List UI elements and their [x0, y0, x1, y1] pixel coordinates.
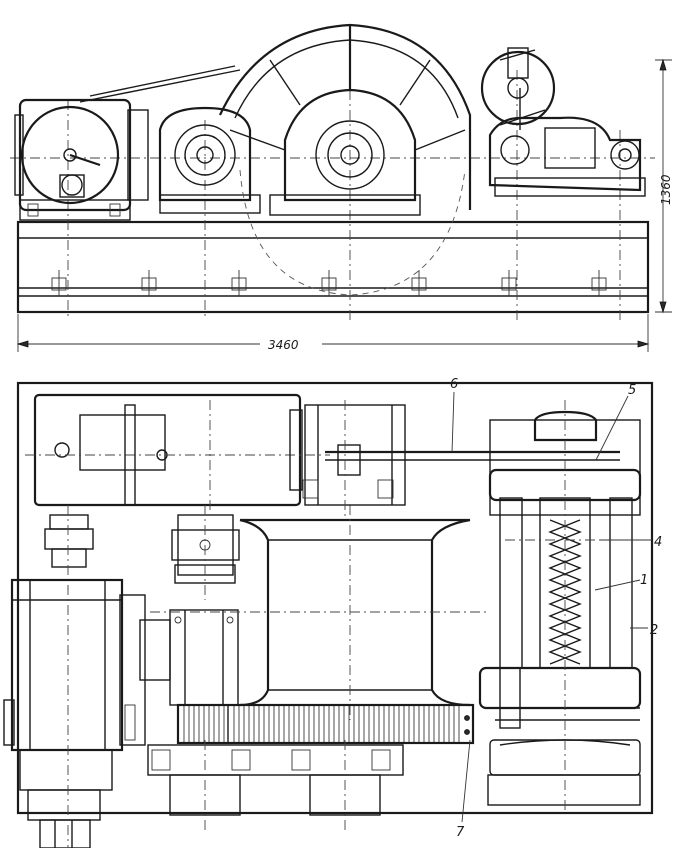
plan-bearing-column — [139, 609, 239, 706]
plan-bottom-bearings — [147, 740, 404, 830]
plan-view: 6 5 4 1 2 7 — [3, 377, 662, 848]
elevation-view: 1360 3460 — [10, 23, 673, 352]
callout-2: 2 — [650, 623, 658, 638]
plan-brake-assembly — [478, 400, 642, 810]
callout-6: 6 — [450, 377, 458, 392]
callout-7: 7 — [456, 825, 465, 840]
callout-leaders — [451, 391, 652, 823]
height-dimension — [655, 58, 672, 314]
callout-4: 4 — [654, 535, 662, 550]
width-dimension-label: 3460 — [268, 338, 299, 352]
plan-gearbox — [25, 393, 330, 510]
elevation-motor — [14, 98, 149, 221]
callout-5: 5 — [628, 383, 636, 398]
elevation-drum-cover — [219, 23, 472, 296]
width-dimension — [16, 314, 650, 352]
height-dimension-label: 1360 — [659, 174, 673, 205]
callout-1: 1 — [640, 573, 648, 588]
plan-motor — [3, 578, 146, 848]
plan-brake-bracket — [302, 400, 620, 520]
plan-small-gearbox — [171, 505, 240, 600]
anchor-bolts — [51, 270, 607, 296]
plan-coupling — [44, 505, 94, 590]
plan-drum — [150, 505, 490, 720]
plan-large-gear — [176, 703, 475, 745]
elevation-base-frame — [16, 220, 650, 314]
plan-base-frame — [16, 381, 654, 815]
elevation-left-gear-housing — [158, 106, 261, 214]
elevation-right-mechanism — [480, 47, 646, 197]
